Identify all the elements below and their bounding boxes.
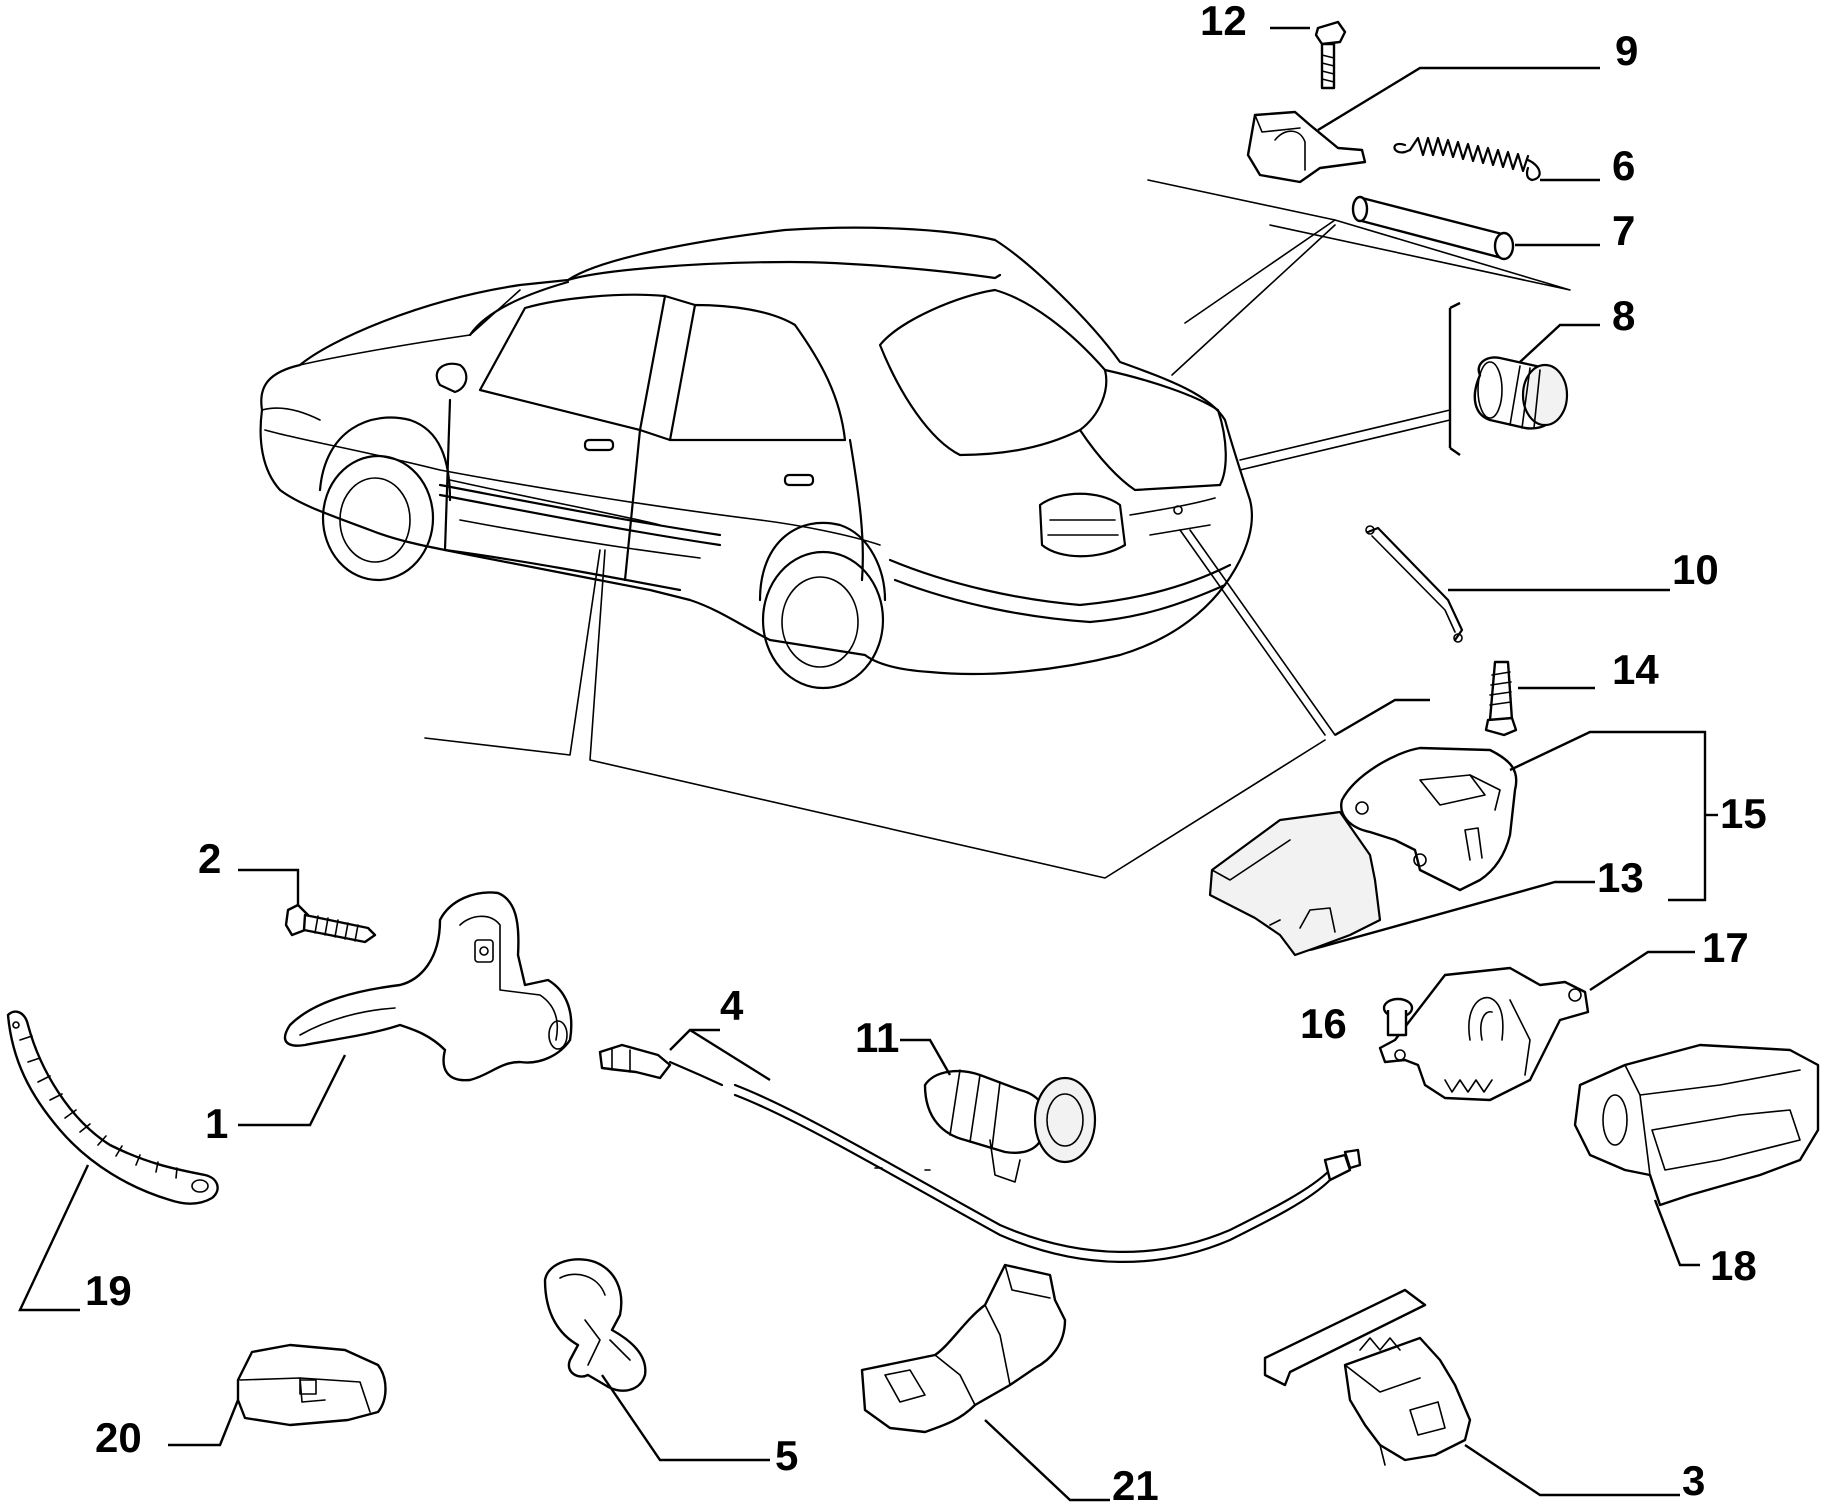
part-1-handle — [283, 891, 573, 1082]
callout-16: 16 — [1300, 1000, 1347, 1047]
car-sedan-illustration — [259, 226, 1254, 690]
part-14-screw — [1484, 660, 1518, 737]
leader-20 — [168, 1399, 240, 1447]
part-3-latch-assembly — [1263, 1288, 1472, 1466]
stray-marks — [874, 1167, 931, 1171]
callout-10: 10 — [1672, 546, 1719, 593]
leader-18 — [1653, 1199, 1700, 1267]
part-15-striker-plate — [1340, 746, 1518, 892]
leader-9 — [1317, 66, 1600, 132]
callout-18: 18 — [1710, 1242, 1757, 1289]
part-21-bracket — [860, 1263, 1067, 1434]
leader-11 — [900, 1038, 952, 1076]
callout-19: 19 — [85, 1267, 132, 1314]
leader-5 — [601, 1374, 770, 1462]
part-4-cable — [598, 1043, 1362, 1263]
callout-21: 21 — [1112, 1462, 1159, 1503]
callout-13: 13 — [1597, 854, 1644, 901]
part-17-latch — [1378, 966, 1590, 1102]
callout-6: 6 — [1612, 142, 1635, 189]
part-9-bracket — [1246, 110, 1367, 184]
callout-11: 11 — [855, 1014, 899, 1061]
part-19-strap — [6, 1010, 219, 1205]
part-2-screw — [284, 903, 377, 944]
part-13-plate — [1208, 810, 1382, 957]
leader-15 — [1509, 730, 1707, 902]
leader-13 — [1309, 880, 1595, 952]
callout-17: 17 — [1702, 924, 1749, 971]
callout-1: 1 — [205, 1100, 228, 1147]
leader-21 — [984, 1419, 1110, 1502]
leader-17 — [1589, 950, 1695, 992]
callout-2: 2 — [198, 835, 221, 882]
callout-8: 8 — [1612, 292, 1635, 339]
callout-5: 5 — [775, 1432, 798, 1479]
part-10-link-rod — [1365, 525, 1464, 643]
part-11-lock-cylinder — [923, 1069, 1097, 1183]
leader-4b — [689, 1028, 771, 1082]
callout-4: 4 — [720, 982, 744, 1029]
callout-20: 20 — [95, 1414, 142, 1461]
leader-1 — [238, 1054, 347, 1127]
callout-12: 12 — [1200, 0, 1247, 44]
leader-8 — [1519, 323, 1600, 363]
part-6-spring — [1393, 136, 1541, 182]
leader-2 — [238, 868, 300, 905]
part-20-clip — [236, 1343, 387, 1427]
part-12-bolt — [1314, 20, 1347, 90]
part-7-rod — [1351, 195, 1515, 261]
leader-3 — [1464, 1444, 1680, 1497]
callout-15: 15 — [1720, 790, 1767, 837]
callout-7: 7 — [1612, 207, 1635, 254]
callout-3: 3 — [1682, 1457, 1705, 1503]
callout-9: 9 — [1615, 27, 1638, 74]
part-18-cover — [1573, 1043, 1820, 1207]
car-leader-lines — [424, 179, 1571, 879]
part-5-clip — [543, 1258, 647, 1392]
part-8-rubber-stop — [1473, 356, 1569, 430]
part-16-bolt — [1382, 997, 1414, 1037]
callout-14: 14 — [1612, 646, 1659, 693]
leader-19 — [18, 1164, 90, 1312]
